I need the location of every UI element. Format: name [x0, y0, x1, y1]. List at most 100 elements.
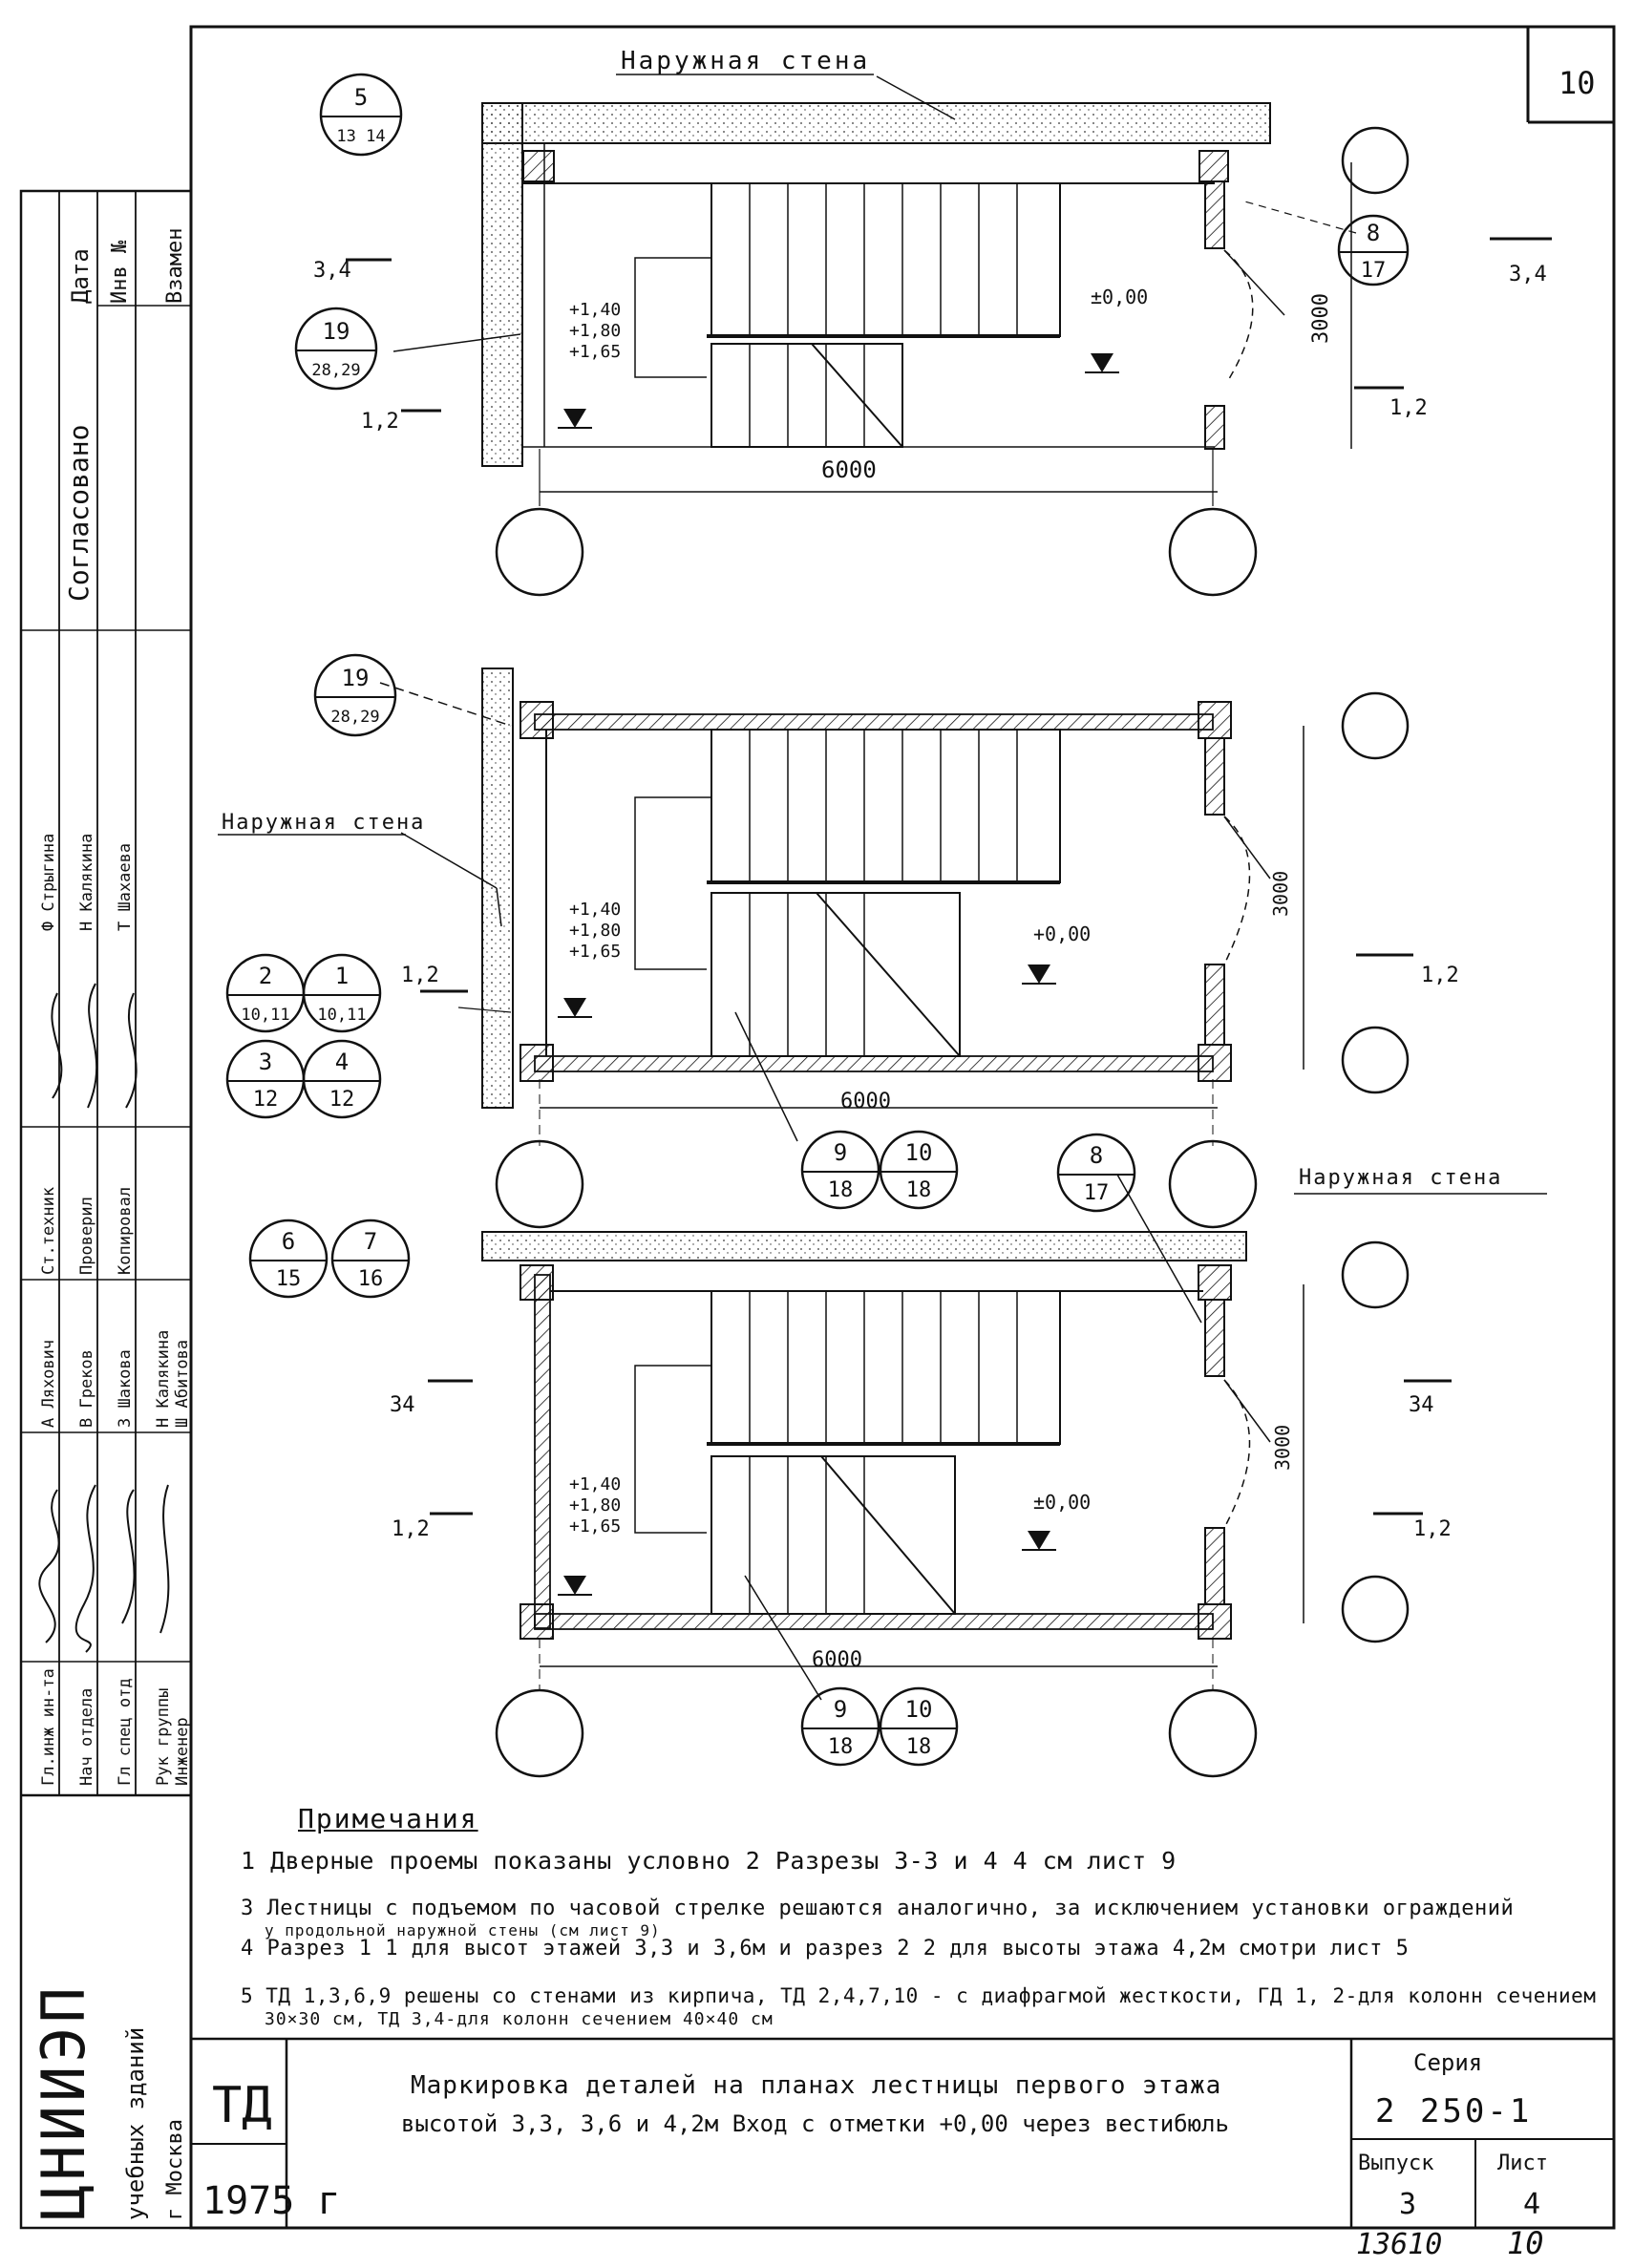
callout-sheet: 12: [329, 1088, 355, 1112]
callout-circle: [800, 1130, 880, 1210]
plan1-level-3: +1,65: [569, 342, 621, 362]
org-sub-2: г Москва: [163, 2119, 187, 2220]
callout-sheet: 10,11: [317, 1006, 366, 1025]
plan1-sec-34-right: 3,4: [1509, 263, 1547, 286]
series-label: Серия: [1413, 2049, 1482, 2076]
stamp-name-1: А Ляхович: [39, 1340, 58, 1428]
callout-circle: [1056, 1133, 1136, 1213]
stamp-name-4: Н Калякина: [154, 1330, 173, 1428]
callout-circle: [800, 1686, 880, 1767]
org-sub-1: учебных зданий: [122, 2027, 149, 2220]
callout-markers: 513 148171928,291928,29210,11110,1131241…: [225, 73, 1410, 1767]
callout-circle: [294, 307, 378, 391]
sheet-number: 10: [1559, 65, 1596, 101]
callout-number: 9: [834, 1139, 847, 1166]
plan1-sec-12-left: 1,2: [361, 410, 399, 434]
plan3-sec-12-left: 1,2: [392, 1517, 430, 1541]
plan3-zero: ±0,00: [1033, 1491, 1091, 1514]
note-3-sub: у продольной наружной стены (см лист 9): [265, 1921, 661, 1939]
plan2-outer-wall: Наружная стена: [222, 811, 425, 835]
plan3-dim-width: 6000: [812, 1648, 862, 1672]
stamp-name2-3: Т Шахаева: [116, 843, 135, 931]
plan1-dim-width: 6000: [821, 456, 877, 483]
callout-circle: [1337, 214, 1410, 286]
callout-sheet: 17: [1361, 259, 1387, 283]
callout-circle: [879, 1130, 959, 1210]
callout-number: 6: [282, 1228, 295, 1255]
stamp-name2-2: Н Калякина: [77, 834, 96, 931]
issue-label: Выпуск: [1358, 2151, 1433, 2175]
stamp-name-2: В Греков: [77, 1349, 96, 1428]
plan3-outer-wall: Наружная стена: [1299, 1166, 1502, 1190]
callout-sheet: 18: [828, 1735, 854, 1759]
callout-number: 5: [354, 84, 368, 111]
callout-sheet: 10,11: [241, 1006, 289, 1025]
plan1-zero: ±0,00: [1091, 286, 1148, 308]
note-5-sub: 30×30 см, ТД 3,4-для колонн сечением 40×…: [265, 2009, 774, 2029]
plan3-sec-34-left: 34: [390, 1393, 415, 1417]
plan1-sec-12-right: 1,2: [1389, 396, 1428, 420]
plan1-level-2: +1,80: [569, 321, 621, 341]
series-value: 2 250-1: [1375, 2092, 1532, 2130]
callout-number: 10: [905, 1139, 933, 1166]
plan3-level-1: +1,40: [569, 1474, 621, 1494]
note-4: 4 Разрез 1 1 для высот этажей 3,3 и 3,6м…: [241, 1937, 1410, 1961]
callout-circle: [313, 653, 397, 737]
stamp-role-2: Нач отдела: [77, 1688, 96, 1786]
callout-sheet: 16: [358, 1267, 384, 1291]
plan1-dim-depth: 3000: [1309, 293, 1333, 344]
org-name: ЦНИИЭП: [29, 1983, 98, 2220]
stamp-date: Дата: [67, 248, 94, 304]
stamp-name2-1: Ф Стрыгина: [39, 834, 58, 931]
callout-sheet: 18: [828, 1178, 854, 1202]
plan2-level-2: +1,80: [569, 921, 621, 941]
plan1-level-1: +1,40: [569, 300, 621, 320]
sheet-value: 4: [1523, 2188, 1540, 2221]
plan2-sec-12-right: 1,2: [1421, 964, 1459, 987]
plan1-outer-wall: Наружная стена: [621, 47, 870, 75]
plan3-level-3: +1,65: [569, 1516, 621, 1537]
sheet-label: Лист: [1497, 2151, 1548, 2175]
plan-1: [346, 75, 1552, 597]
callout-circle: [879, 1686, 959, 1767]
plan2-level-1: +1,40: [569, 900, 621, 920]
callout-sheet: 28,29: [330, 708, 379, 727]
callout-number: 1: [335, 963, 349, 989]
stamp-role2-1: Ст.техник: [39, 1187, 58, 1275]
callout-sheet: 18: [906, 1178, 932, 1202]
stamp-agreed: Согласовано: [63, 425, 95, 602]
notes-title: Примечания: [298, 1803, 478, 1834]
plan2-sec-12-left: 1,2: [401, 964, 439, 987]
callout-number: 3: [259, 1049, 272, 1075]
callout-circle: [319, 73, 403, 157]
callout-sheet: 18: [906, 1735, 932, 1759]
callout-number: 7: [364, 1228, 377, 1255]
stamp-name-3: З Шакова: [116, 1349, 135, 1428]
archive-sheet: 10: [1507, 2225, 1544, 2261]
callout-sheet: 13 14: [336, 127, 385, 146]
note-5: 5 ТД 1,3,6,9 решены со стенами из кирпич…: [241, 1984, 1597, 2007]
plan2-dim-depth: 3000: [1269, 871, 1292, 917]
callout-sheet: 15: [276, 1267, 302, 1291]
callout-circle: [302, 953, 382, 1033]
callout-number: 9: [834, 1696, 847, 1723]
plan1-sec-34-left: 3,4: [313, 259, 351, 283]
stamp-role-3: Гл спец отд: [116, 1678, 135, 1786]
plan-3: [428, 1174, 1547, 1778]
stamp-replace: Взамен: [163, 228, 187, 304]
callout-number: 19: [342, 665, 370, 691]
callout-number: 8: [1367, 220, 1380, 246]
title-code: ТД: [212, 2077, 272, 2134]
callout-number: 8: [1090, 1142, 1103, 1169]
plan2-level-3: +1,65: [569, 942, 621, 962]
title-line-1: Маркировка деталей на планах лестницы пе…: [411, 2071, 1221, 2100]
callout-circle: [330, 1219, 411, 1299]
stamp-role2-3: Копировал: [116, 1187, 135, 1275]
left-stamp: [19, 189, 193, 2230]
title-line-2: высотой 3,3, 3,6 и 4,2м Вход с отметки +…: [401, 2110, 1229, 2137]
title-year: 1975 г: [202, 2179, 341, 2223]
callout-sheet: 17: [1084, 1181, 1110, 1205]
callout-sheet: 28,29: [311, 361, 360, 380]
stamp-role-4: Рук группы: [154, 1688, 173, 1786]
